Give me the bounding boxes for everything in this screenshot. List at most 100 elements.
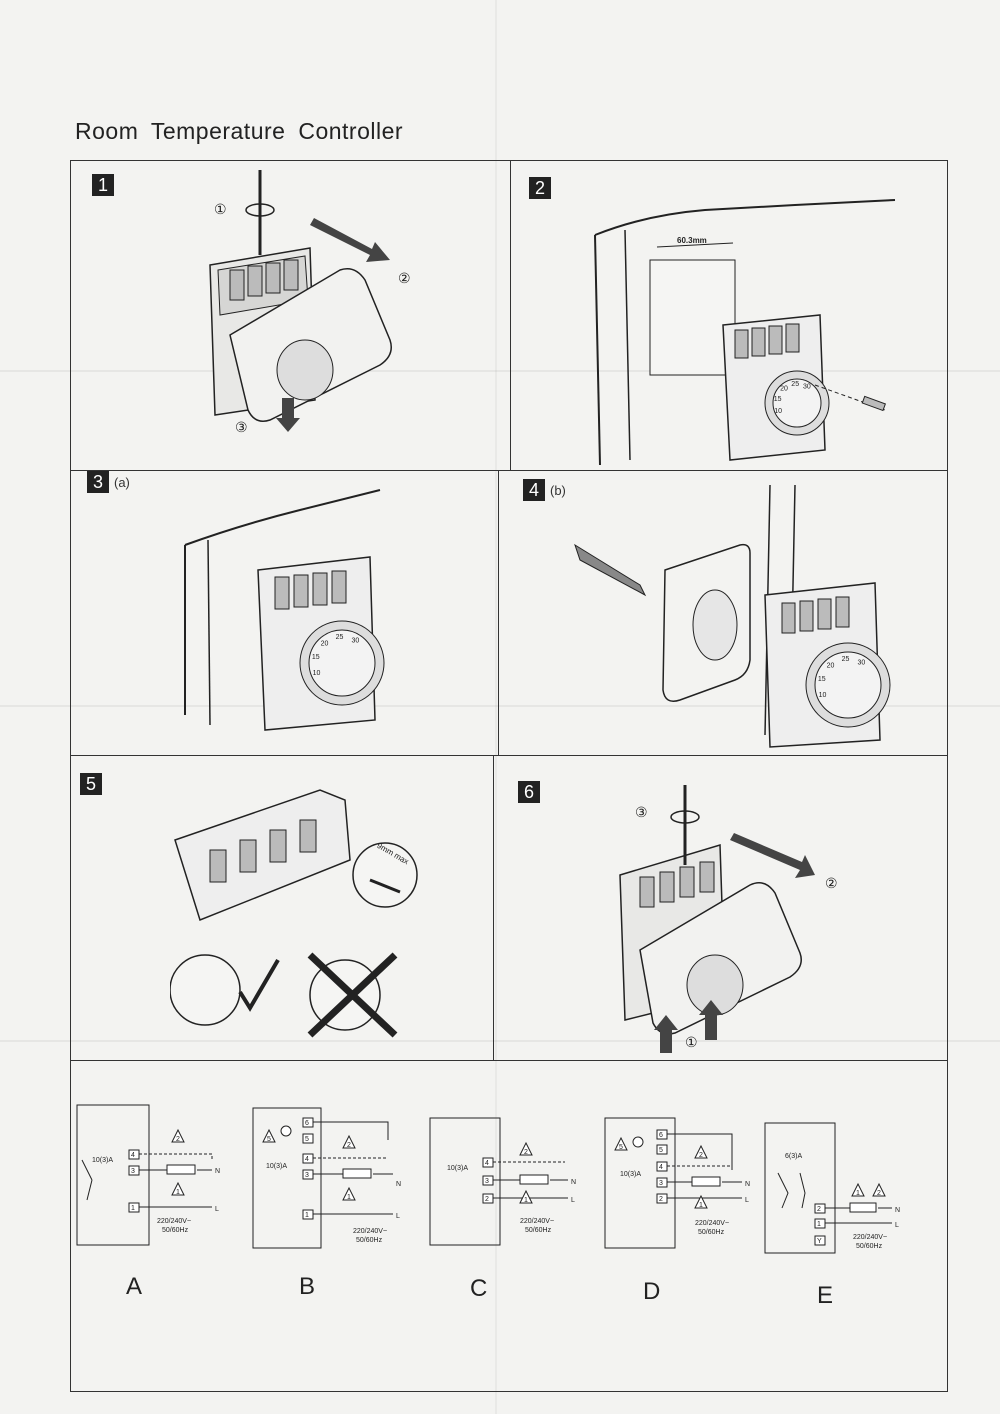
dial-mark: 15	[818, 676, 826, 683]
terminal-2: 2	[485, 1196, 489, 1203]
step-3-sub: (a)	[114, 475, 130, 490]
rating-label: 10(3)A	[620, 1171, 641, 1178]
terminal-3: 3	[305, 1172, 309, 1179]
frequency-label: 50/60Hz	[698, 1229, 725, 1236]
dial-mark: 10	[313, 670, 321, 677]
terminal-1: 1	[131, 1205, 135, 1212]
col-divider	[498, 470, 499, 755]
instruction-frame	[70, 160, 948, 1392]
page-title: Room Temperature Controller	[75, 118, 404, 144]
col-divider	[510, 160, 511, 470]
callout-3: ③	[635, 804, 648, 820]
callout-2: ②	[825, 875, 838, 891]
step-5-illustration: 9mm max	[170, 789, 418, 1038]
dial-mark: 15	[774, 396, 782, 403]
terminal-1: 1	[817, 1221, 821, 1228]
dial-mark: 25	[336, 634, 344, 641]
fold-line	[0, 705, 1000, 707]
dial-mark: 25	[791, 381, 799, 388]
terminal-2: 2	[817, 1206, 821, 1213]
terminal-4: 4	[131, 1152, 135, 1159]
col-divider	[493, 755, 494, 1060]
terminal-3: 3	[131, 1168, 135, 1175]
warning-2: 2	[524, 1149, 528, 1156]
diagram-label-e: E	[817, 1282, 834, 1309]
step-3-number: 3	[87, 471, 109, 493]
measurement-label: 60.3mm	[677, 236, 707, 245]
terminal-5: 5	[659, 1147, 663, 1154]
terminal-3: 3	[659, 1180, 663, 1187]
terminal-n: N	[215, 1168, 220, 1175]
row-divider	[70, 470, 948, 471]
diagram-label-b: B	[299, 1273, 316, 1300]
dial-mark: 10	[774, 408, 782, 415]
frequency-label: 50/60Hz	[356, 1237, 383, 1244]
terminal-4: 4	[485, 1160, 489, 1167]
fold-line	[0, 1040, 1000, 1042]
wiring-diagram-c: 10(3)A 4 3 2 2 1 N L 220/240V~ 50/60Hz	[429, 1117, 576, 1246]
terminal-6: 6	[659, 1132, 663, 1139]
terminal-4: 4	[305, 1156, 309, 1163]
terminal-n: N	[571, 1179, 576, 1186]
terminal-l: L	[396, 1213, 400, 1220]
terminal-3: 3	[485, 1178, 489, 1185]
row-divider	[70, 1060, 948, 1061]
rating-label: 10(3)A	[447, 1165, 468, 1172]
dial-mark: 20	[321, 640, 329, 647]
frequency-label: 50/60Hz	[162, 1227, 189, 1234]
warning-2: 2	[176, 1136, 180, 1143]
voltage-label: 220/240V~	[353, 1228, 387, 1235]
voltage-label: 220/240V~	[695, 1220, 729, 1227]
warning-2: 2	[347, 1142, 351, 1149]
terminal-l: L	[745, 1197, 749, 1204]
frequency-label: 50/60Hz	[856, 1243, 883, 1250]
terminal-6: 6	[305, 1120, 309, 1127]
callout-3: ③	[235, 419, 248, 435]
warning-2: 2	[877, 1190, 881, 1197]
dial-mark: 30	[803, 384, 811, 391]
fold-line	[0, 370, 1000, 372]
voltage-label: 220/240V~	[520, 1218, 554, 1225]
warning-2: 2	[699, 1152, 703, 1159]
diagram-label-a: A	[126, 1273, 143, 1300]
terminal-n: N	[745, 1181, 750, 1188]
wiring-diagram-e: 6(3)A 2 1 Y 1 2 N L 220/240V~ 50/60Hz	[764, 1122, 900, 1254]
terminal-l: L	[571, 1197, 575, 1204]
step-6-number: 6	[518, 781, 540, 803]
voltage-label: 220/240V~	[853, 1234, 887, 1241]
diagram-label-d: D	[643, 1278, 661, 1305]
dial-mark: 30	[858, 660, 866, 667]
step-6-illustration: ③ ② ①	[619, 785, 838, 1053]
step-2-number: 2	[529, 177, 551, 199]
terminal-n: N	[396, 1181, 401, 1188]
terminal-l: L	[215, 1206, 219, 1213]
terminal-l: L	[895, 1222, 899, 1229]
rating-label: 10(3)A	[92, 1157, 113, 1164]
warning-1: 1	[856, 1190, 860, 1197]
terminal-2: 2	[659, 1196, 663, 1203]
terminal-4: 4	[659, 1164, 663, 1171]
callout-1: ①	[685, 1034, 698, 1050]
warning-1: 1	[347, 1194, 351, 1201]
dial-mark: 30	[352, 638, 360, 645]
earth-terminal: Y	[817, 1238, 822, 1245]
step-4-number: 4	[523, 479, 545, 501]
fold-line	[495, 0, 497, 1414]
terminal-1: 1	[305, 1212, 309, 1219]
warning-1: 1	[176, 1189, 180, 1196]
warning-5: 5	[267, 1136, 271, 1143]
step-5-number: 5	[80, 773, 102, 795]
wiring-diagram-b: 6 5 4 3 1 10(3)A 5 2 1 N L 220/240V~ 50/…	[252, 1107, 401, 1249]
dial-mark: 10	[819, 692, 827, 699]
step-1-illustration: ① ② ③	[209, 170, 411, 435]
warning-1: 1	[699, 1202, 703, 1209]
terminal-5: 5	[305, 1136, 309, 1143]
terminal-n: N	[895, 1207, 900, 1214]
wiring-diagram-d: 6 5 4 3 2 10(3)A 5 2 1 N L 220/240V~ 50/…	[604, 1117, 750, 1249]
warning-5: 5	[619, 1144, 623, 1151]
wiring-diagram-a: 10(3)A 4 3 1 2 1 N L 220/240V~ 50/60Hz	[76, 1104, 220, 1246]
voltage-label: 220/240V~	[157, 1218, 191, 1225]
